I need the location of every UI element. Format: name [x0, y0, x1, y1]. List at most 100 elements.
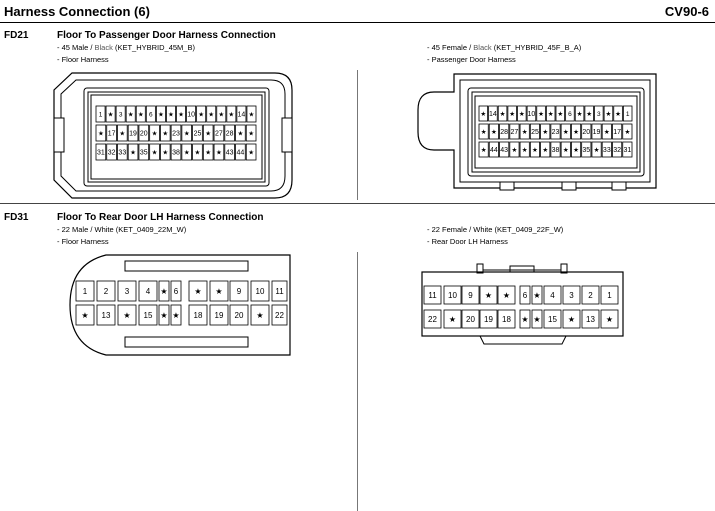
page-code: CV90-6 — [664, 4, 709, 19]
pin-cell — [226, 105, 237, 123]
pin-cell — [236, 105, 247, 123]
pin-unused-star: ★ — [158, 110, 164, 118]
pin-number: 17 — [613, 129, 621, 136]
pin-unused-star: ★ — [237, 129, 243, 137]
color-black-label: Black — [94, 43, 113, 52]
pin-unused-star: ★ — [573, 128, 579, 136]
pin-cell — [95, 105, 106, 123]
pin-cell — [250, 304, 270, 326]
pin-cell — [478, 141, 489, 158]
pin-cell — [574, 105, 585, 122]
pin-unused-star: ★ — [573, 146, 579, 154]
pin-cell — [519, 309, 531, 329]
pin-number: 19 — [593, 129, 601, 136]
pin-cell — [622, 123, 633, 140]
pin-unused-star: ★ — [248, 148, 254, 156]
pin-unused-star: ★ — [577, 110, 583, 118]
pin-number: 3 — [119, 111, 123, 118]
pin-cell — [443, 309, 462, 329]
pin-unused-star: ★ — [249, 110, 255, 118]
pin-number: 13 — [102, 311, 111, 320]
pin-cell — [591, 141, 602, 158]
pin-cell — [531, 285, 543, 305]
pin-cell — [600, 285, 619, 305]
pin-number: 14 — [489, 111, 497, 118]
pin-number: 25 — [531, 129, 539, 136]
pin-cell — [570, 123, 582, 140]
pin-cell — [117, 143, 128, 161]
pin-number: 33 — [603, 147, 611, 154]
pin-unused-star: ★ — [178, 110, 184, 118]
pin-cell — [155, 105, 166, 123]
pin-cell — [600, 309, 619, 329]
pin-cell — [497, 309, 516, 329]
pin-cell — [106, 124, 117, 142]
pin-number: 6 — [568, 111, 572, 118]
pin-number: 43 — [226, 150, 234, 157]
pin-unused-star: ★ — [563, 128, 569, 136]
pin-number: 32 — [108, 150, 116, 157]
pin-number: 10 — [528, 111, 536, 118]
fd31-male-spec: - 22 Male / White (KET_0409_22M_W) — [57, 225, 187, 234]
pin-cell — [125, 105, 136, 123]
pin-number: 4 — [550, 291, 555, 300]
pin-cell — [213, 143, 225, 161]
pin-unused-star: ★ — [215, 287, 222, 296]
pin-number: 10 — [187, 112, 195, 119]
pin-unused-star: ★ — [184, 129, 190, 137]
pin-cell — [555, 105, 566, 122]
pin-number: 25 — [194, 131, 202, 138]
pin-cell — [478, 105, 489, 122]
pin-cell — [127, 124, 139, 142]
page-title: Harness Connection (6) — [4, 4, 150, 19]
pin-cell — [192, 124, 203, 142]
pin-cell — [170, 280, 182, 302]
pin-cell — [246, 105, 257, 123]
pin-cell — [584, 105, 594, 122]
pin-unused-star: ★ — [138, 110, 144, 118]
pin-cell — [581, 285, 600, 305]
pin-unused-star: ★ — [128, 110, 134, 118]
pin-cell — [117, 124, 128, 142]
pin-cell — [95, 143, 107, 161]
pin-cell — [529, 123, 541, 140]
pin-cell — [560, 141, 571, 158]
pin-number: 31 — [97, 150, 105, 157]
pin-cell — [160, 143, 171, 161]
pin-unused-star: ★ — [130, 148, 136, 156]
pin-cell — [186, 105, 197, 123]
pin-number: 38 — [552, 147, 560, 154]
pin-cell — [488, 141, 499, 158]
pin-unused-star: ★ — [481, 128, 487, 136]
pin-unused-star: ★ — [503, 291, 510, 300]
pin-number: 3 — [597, 111, 601, 118]
pin-cell — [543, 285, 562, 305]
pin-cell — [423, 309, 442, 329]
pin-cell — [488, 105, 498, 122]
pin-cell — [591, 123, 602, 140]
pin-cell — [96, 280, 116, 302]
pin-unused-star: ★ — [522, 146, 528, 154]
pin-number: 20 — [582, 129, 590, 136]
pin-number: 22 — [275, 311, 284, 320]
pin-cell — [181, 143, 193, 161]
pin-cell — [192, 143, 203, 161]
pin-cell — [519, 141, 530, 158]
pin-cell — [271, 304, 288, 326]
pin-cell — [479, 285, 498, 305]
pin-cell — [138, 304, 158, 326]
pin-unused-star: ★ — [81, 311, 88, 320]
pin-unused-star: ★ — [152, 129, 158, 137]
pin-cell — [540, 123, 551, 140]
pin-unused-star: ★ — [563, 146, 569, 154]
pin-cell — [138, 124, 150, 142]
pin-cell — [202, 143, 214, 161]
pin-cell — [517, 105, 527, 122]
fd31-male-harness: - Floor Harness — [57, 237, 109, 246]
pin-unused-star: ★ — [108, 110, 114, 118]
pin-cell — [562, 285, 581, 305]
pin-number: 35 — [582, 147, 590, 154]
pin-unused-star: ★ — [119, 129, 125, 137]
